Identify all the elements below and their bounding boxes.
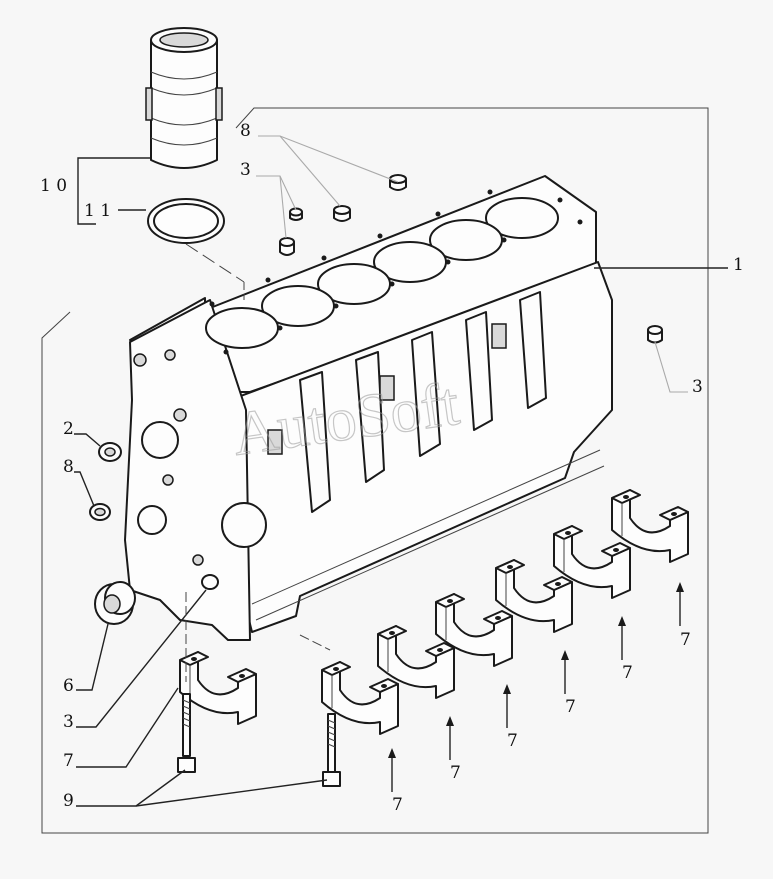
callout-c10: 1 0 <box>40 176 67 196</box>
engine-block <box>124 175 613 641</box>
callout-c3c: 3 <box>63 712 74 732</box>
leader-lines <box>74 135 728 807</box>
callout-c7a: 7 <box>63 751 74 771</box>
plug-right-3 <box>647 325 663 344</box>
bolt-9-left <box>177 693 196 773</box>
callout-c3a: 3 <box>240 160 251 180</box>
callout-c7d: 7 <box>507 731 518 751</box>
assembly-arrow <box>388 748 396 792</box>
bearing-cap <box>179 651 257 725</box>
bearing-cap <box>435 593 513 667</box>
arrows-7 <box>388 582 684 792</box>
bolt-9-right <box>322 713 341 787</box>
callout-c7b: 7 <box>392 795 403 815</box>
assembly-arrow <box>446 716 454 760</box>
bearing-cap <box>495 559 573 633</box>
bracket-10-11 <box>77 157 150 225</box>
callout-c2: 2 <box>63 419 74 439</box>
callout-c11: 1 1 <box>84 201 111 221</box>
assembly-arrow <box>618 616 626 660</box>
seal-ring <box>147 198 225 244</box>
assembly-arrow <box>676 582 684 626</box>
bearing-cap <box>553 525 631 599</box>
bushing-8 <box>89 503 111 521</box>
callout-c8b: 8 <box>63 457 74 477</box>
assembly-arrow <box>561 650 569 694</box>
callout-c7e: 7 <box>565 697 576 717</box>
callout-c8a: 8 <box>240 121 251 141</box>
bearing-cap <box>611 489 689 563</box>
bearing-caps <box>179 489 689 735</box>
bushing-top-8 <box>333 174 407 222</box>
callout-labels: 1 2 3 3 3 6 7 7 7 7 7 7 7 8 8 9 1 0 1 1 <box>40 121 744 815</box>
plug-top-3 <box>279 207 303 256</box>
frame-bracket <box>41 107 709 834</box>
cap-6 <box>94 581 136 625</box>
callout-c7f: 7 <box>622 663 633 683</box>
callout-c9: 9 <box>63 791 74 811</box>
bearing-cap <box>321 661 399 735</box>
bearing-cap <box>377 625 455 699</box>
callout-c1: 1 <box>733 255 744 275</box>
assembly-arrow <box>503 684 511 728</box>
callout-c6: 6 <box>63 676 74 696</box>
plug-lower-3 <box>201 574 219 590</box>
bushing-2 <box>98 442 122 462</box>
cylinder-liner <box>145 27 223 169</box>
callout-c7c: 7 <box>450 763 461 783</box>
callout-c7g: 7 <box>680 630 691 650</box>
callout-c3b: 3 <box>692 377 703 397</box>
